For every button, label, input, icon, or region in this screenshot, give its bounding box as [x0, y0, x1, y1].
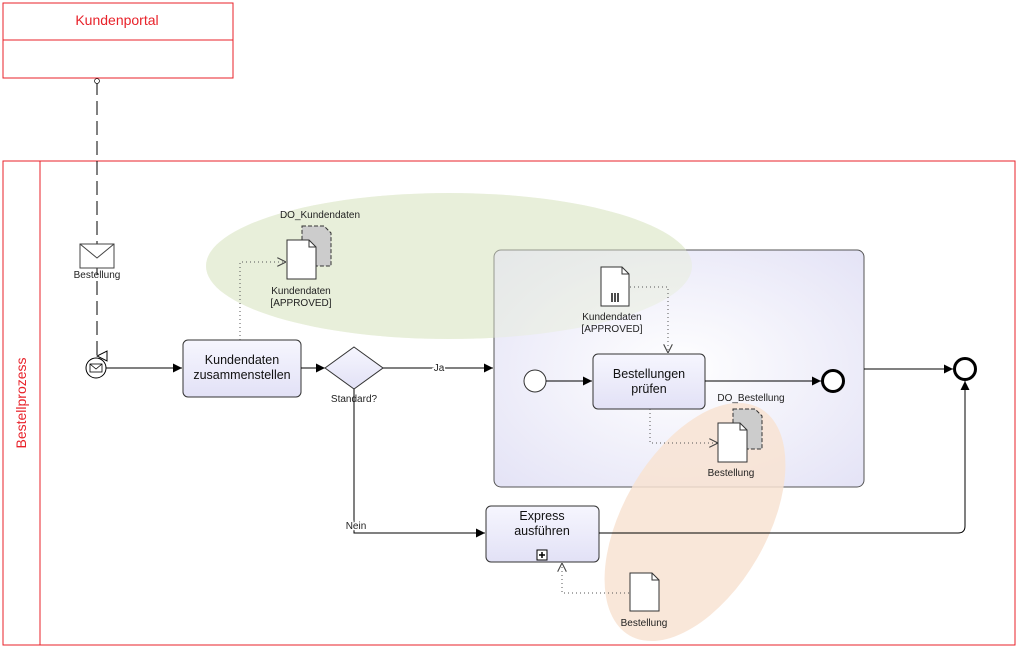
do-bestellung-line1: Bestellung — [708, 468, 755, 479]
pool-kundenportal[interactable]: Kundenportal — [2, 2, 234, 79]
flow-express-to-end — [599, 381, 970, 534]
pool-title-bestellprozess: Bestellprozess — [13, 357, 29, 448]
do-kundendaten-line1: Kundendaten — [271, 286, 331, 297]
document-icon[interactable] — [629, 572, 660, 612]
sub-kundendaten-line1: Kundendaten — [582, 312, 642, 323]
message-label: Bestellung — [74, 270, 121, 281]
flow-gateway-no — [353, 389, 485, 538]
flow-yes-label: Ja — [434, 363, 445, 374]
task-label-line1: Express — [519, 509, 564, 523]
association-to-do-kundendaten — [239, 262, 286, 340]
do-bestellung-title: DO_Bestellung — [717, 393, 784, 404]
task-label-line2: prüfen — [631, 382, 666, 396]
do-kundendaten-line2: [APPROVED] — [270, 298, 331, 309]
task-express-ausfuehren[interactable]: Express ausführen — [485, 505, 600, 563]
pool-title-kundenportal: Kundenportal — [75, 12, 158, 28]
subprocess-plus-icon[interactable] — [536, 549, 548, 561]
task-bestellungen-pruefen[interactable]: Bestellungen prüfen — [592, 353, 706, 410]
task-label-line2: ausführen — [514, 524, 570, 538]
task-label-line1: Bestellungen — [613, 367, 685, 381]
association-to-pruefen — [630, 286, 668, 353]
bestellung-bottom-label: Bestellung — [621, 618, 668, 629]
document-icon[interactable] — [286, 225, 332, 280]
do-kundendaten-title: DO_Kundendaten — [280, 210, 360, 221]
task-kundendaten-zusammenstellen[interactable]: Kundendaten zusammenstellen — [182, 339, 302, 398]
envelope-icon — [79, 243, 115, 269]
sub-kundendaten-line2: [APPROVED] — [581, 324, 642, 335]
task-label-line1: Kundendaten — [205, 353, 279, 367]
end-event[interactable] — [953, 357, 977, 381]
document-icon[interactable] — [717, 408, 763, 463]
flow-no-label: Nein — [346, 521, 367, 532]
task-label-line2: zusammenstellen — [193, 368, 290, 382]
collection-document-icon[interactable] — [600, 266, 630, 307]
start-event-message[interactable] — [85, 357, 107, 379]
inner-start-event[interactable] — [523, 369, 547, 393]
inner-end-event[interactable] — [821, 369, 845, 393]
